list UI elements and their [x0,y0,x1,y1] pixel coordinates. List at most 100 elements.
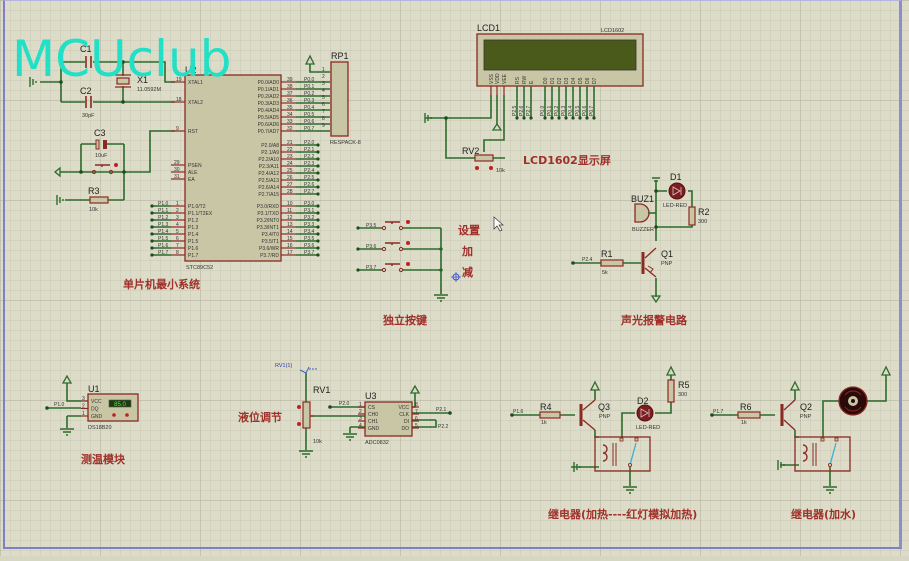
power-terminal-icon [665,365,677,376]
rv1-value: 10k [313,439,322,445]
transistor-q2[interactable]: Q2 PNP [780,399,812,431]
led-d1[interactable]: D1 LED-RED [663,172,687,209]
svg-text:EA: EA [188,177,195,183]
resistor-r5[interactable]: R5 300 [667,379,690,403]
svg-text:P2.2/A10: P2.2/A10 [258,157,279,163]
rp1-pin-3: 3 [322,81,325,87]
level-section: P2.0 P2.1 P2.2 RV1(1) RV1 10k U3 ADC0832… [238,363,452,458]
potentiometer-rv1[interactable]: RV1 10k [297,385,330,445]
ground-symbol [623,486,637,494]
svg-text:22: 22 [287,147,293,153]
resistor-r3[interactable]: R3 10k [88,186,109,213]
svg-text:1: 1 [82,411,85,417]
net-label: P1.7 [158,250,169,256]
resistor-r1[interactable]: R1 5k [600,249,624,276]
net-label: P2.0 [304,140,315,146]
u2-part: STC89C52 [186,265,213,271]
net-label: P3.4 [304,229,315,235]
voltage-probe-rv1[interactable]: RV1(1) [275,363,318,374]
crystal-x1[interactable]: X1 11.0592M [115,74,161,93]
svg-text:P1.5: P1.5 [188,239,199,245]
resistor-r6[interactable]: R6 1k [737,402,761,426]
transistor-q1[interactable]: Q1 PNP [641,247,673,278]
net-label: P2.4 [304,168,315,174]
lcd-pin-D0: D0 [543,77,549,84]
resistor-r2[interactable]: R2 300 [688,206,710,226]
mouse-pointer-icon [493,216,504,232]
r2-ref: R2 [698,207,710,217]
q2-part: PNP [800,414,812,420]
key-button-3[interactable]: P3.7 [356,262,443,273]
svg-text:4: 4 [359,423,362,429]
svg-text:P3.2/INT0: P3.2/INT0 [256,218,279,224]
c3-value: 10uF [95,153,108,159]
svg-text:XTAL2: XTAL2 [188,100,203,106]
buzzer-buz1[interactable]: BUZ1 BUZZER [631,194,656,233]
relay-water[interactable] [794,436,851,472]
resistor-r4[interactable]: R4 1k [539,402,561,426]
rv2-ref: RV2 [462,146,479,156]
svg-text:39: 39 [287,77,293,83]
svg-text:7: 7 [176,243,179,249]
lcd-pin-D2: D2 [557,77,563,84]
reset-button[interactable] [91,163,118,175]
pump-motor[interactable] [838,386,868,416]
svg-text:P2.7/A15: P2.7/A15 [258,192,279,198]
svg-text:29: 29 [174,160,180,166]
rv1-ref: RV1 [313,385,330,395]
u3-ref: U3 [365,391,377,401]
net-label: P2.1 [304,147,315,153]
potentiometer-rv2[interactable]: RV2 10k [462,146,505,174]
svg-text:CH0: CH0 [368,412,378,418]
capacitor-c2[interactable]: C2 30pF [80,86,95,119]
svg-text:CH1: CH1 [368,419,378,425]
net-label: P0.3 [304,98,315,104]
ground-symbol [29,77,37,87]
svg-text:ALE: ALE [188,170,198,176]
net-label: P2.5 [304,175,315,181]
rp1-ref: RP1 [331,51,349,61]
net-label: P0.0 [304,77,315,83]
ground-symbol [434,294,448,302]
lcd-screen [483,39,637,71]
net-label: P3.6 [304,243,315,249]
relay-heat[interactable] [594,436,651,472]
net-label: P2.7 [304,189,315,195]
rp1-pin-1: 1 [322,67,325,73]
svg-text:3: 3 [82,396,85,402]
ground-symbol [56,195,64,205]
power-terminal-icon [53,166,61,178]
capacitor-c3[interactable]: C3 10uF [94,128,108,159]
rp1-pin-5: 5 [322,95,325,101]
svg-text:6: 6 [415,416,418,422]
key-button-1[interactable]: P3.5 [356,220,441,231]
net-label: P3.2 [304,215,315,221]
svg-text:24: 24 [287,161,293,167]
lcd-pin-E: E [529,80,535,84]
x1-value: 11.0592M [137,87,161,93]
svg-text:RST: RST [188,129,198,135]
section-title-relay-water: 继电器(加水) [791,507,856,521]
capacitor-c1[interactable]: C1 [80,44,92,68]
transistor-q3[interactable]: Q3 PNP [579,399,611,431]
svg-text:3: 3 [176,215,179,221]
svg-text:5: 5 [415,423,418,429]
led-d2[interactable]: D2 LED-RED [636,396,660,431]
